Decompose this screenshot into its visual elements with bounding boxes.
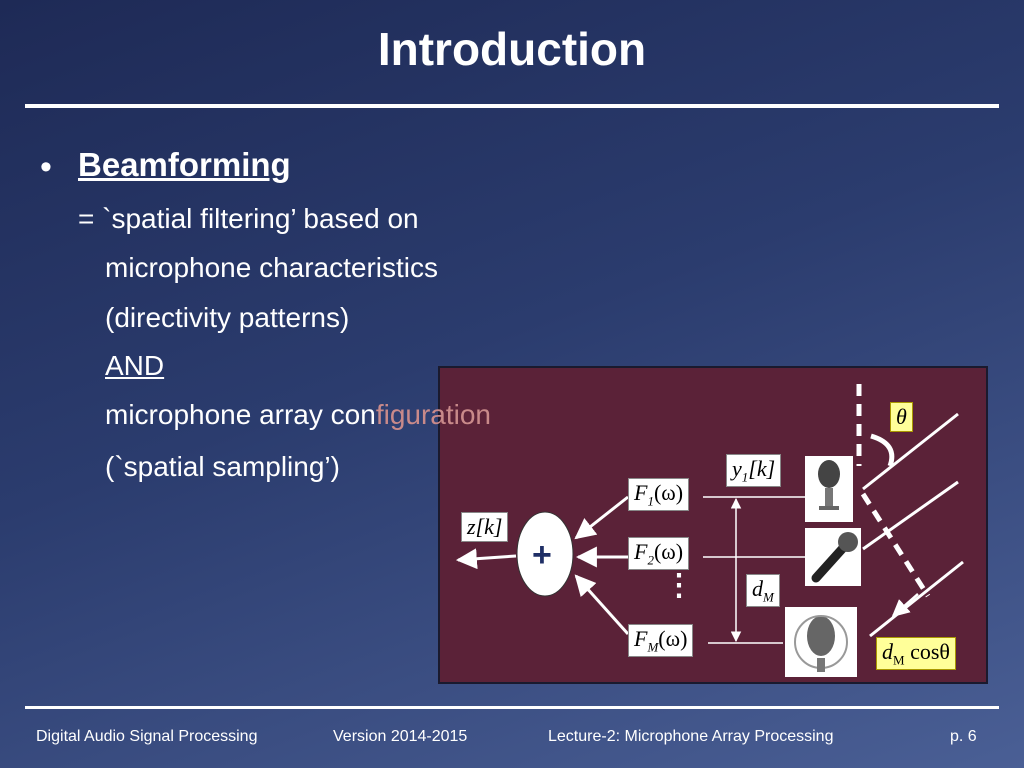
body-line-6: (`spatial sampling’) (105, 451, 340, 482)
studio-microphone-icon (785, 607, 857, 677)
handheld-microphone-icon (805, 528, 861, 586)
filter1-arrow (574, 495, 629, 540)
filter-2-label: F2(ω) (628, 537, 690, 571)
bullet-symbol: • (40, 148, 52, 186)
wavefront-line (860, 492, 931, 598)
title-divider (25, 104, 999, 108)
footer-course: Digital Audio Signal Processing (36, 728, 258, 745)
body-line-3: (directivity patterns) (105, 302, 350, 333)
theta-label: θ (890, 402, 913, 432)
ray-3 (869, 560, 964, 638)
zk-label: z[k] (461, 512, 509, 542)
angle-arc (870, 433, 895, 467)
footer-lecture: Lecture-2: Microphone Array Processing (548, 728, 834, 745)
filter-ellipsis: ⋮ (664, 569, 694, 602)
footer-divider (25, 706, 999, 709)
dcos-label: dM cosθ (876, 637, 956, 671)
beamforming-diagram: θ y1[k] z[k] + F1(ω) F2(ω) ⋮ FM(ω) dM dM… (438, 366, 988, 684)
ray-1 (862, 412, 959, 491)
sum-symbol: + (532, 536, 552, 574)
filter-1-label: F1(ω) (628, 478, 690, 512)
y1k-label: y1[k] (726, 454, 782, 488)
slide-title: Introduction (377, 23, 647, 75)
body-line-1: = `spatial filtering’ based on (78, 203, 419, 234)
bullet-heading: Beamforming (78, 146, 291, 183)
microphone-icon (805, 456, 853, 522)
dcos-arrow (891, 593, 919, 618)
sum-node (516, 511, 574, 597)
output-arrow (455, 548, 517, 570)
body-line-4: AND (105, 350, 165, 381)
body-line-2: microphone characteristics (105, 252, 439, 283)
footer-page-number: p. 6 (950, 728, 977, 745)
footer-version: Version 2014-2015 (333, 728, 468, 745)
filterM-arrow (574, 574, 630, 636)
ray-2 (862, 480, 959, 551)
body-line-5: microphone array configuration (105, 399, 491, 430)
spacing-label: dM (746, 574, 780, 608)
filter-M-label: FM(ω) (628, 624, 694, 658)
